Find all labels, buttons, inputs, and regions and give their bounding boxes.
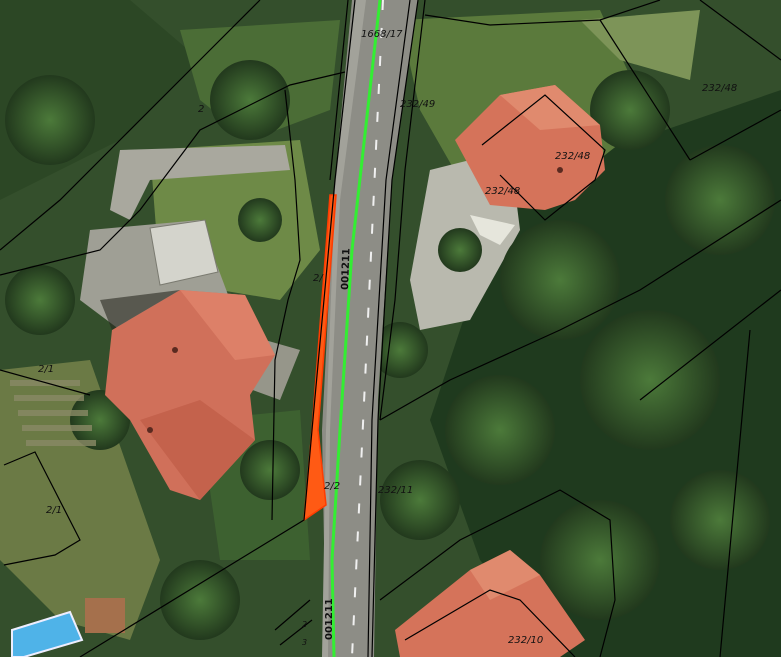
parcel-line-13 xyxy=(379,199,781,421)
parcel-line-11 xyxy=(699,0,781,61)
parcel-line-12 xyxy=(689,109,781,161)
parcel-line-15 xyxy=(639,289,781,401)
label-2-1-left: 2/1 xyxy=(38,364,54,375)
parcel-line-5 xyxy=(329,0,349,181)
parcel-line-3 xyxy=(271,89,301,521)
label-232-48-top: 232/48 xyxy=(702,83,737,94)
label-small-2: 2 xyxy=(302,620,307,629)
parcel-line-17 xyxy=(0,369,91,396)
parcel-line-4 xyxy=(79,0,356,657)
label-232-48-house: 232/48 xyxy=(555,151,590,162)
label-232-48-drive: 232/48 xyxy=(485,186,520,197)
parcel-labels: 1668/17 232/49 232/48 232/48 232/48 2 2/… xyxy=(38,29,737,647)
parcel-line-10 xyxy=(599,19,691,161)
parcel-box-2-1 xyxy=(3,451,81,566)
label-2-top: 2 xyxy=(198,104,204,115)
parcel-232-10-house xyxy=(404,589,576,657)
label-2-1-box: 2/1 xyxy=(46,505,62,516)
parcel-line-1 xyxy=(0,71,346,276)
parcel-line-14 xyxy=(379,489,616,657)
parcel-line-8 xyxy=(379,0,426,421)
parcel-line-7 xyxy=(367,0,411,657)
parcel-line-9 xyxy=(424,0,661,26)
road-centerline xyxy=(330,0,382,657)
label-small-3: 3 xyxy=(302,638,307,647)
label-2-2: 2/2 xyxy=(324,481,340,492)
parcel-line-19 xyxy=(279,619,313,646)
label-road-code-upper: 001211 xyxy=(340,248,352,290)
parcel-line-18 xyxy=(274,599,311,631)
label-1668-17: 1668/17 xyxy=(361,29,403,40)
parcel-line-2 xyxy=(0,0,261,251)
label-232-49: 232/49 xyxy=(400,99,435,110)
parcel-line-16 xyxy=(719,329,751,657)
label-2-mid: 2/ xyxy=(313,273,324,284)
road-centerline-line xyxy=(330,0,382,657)
label-road-code-lower: 001211 xyxy=(324,598,335,640)
label-232-10: 232/10 xyxy=(508,635,543,646)
label-232-11: 232/11 xyxy=(378,485,413,496)
parcel-232-48-house xyxy=(481,94,606,221)
parcel-line-6 xyxy=(371,0,419,657)
